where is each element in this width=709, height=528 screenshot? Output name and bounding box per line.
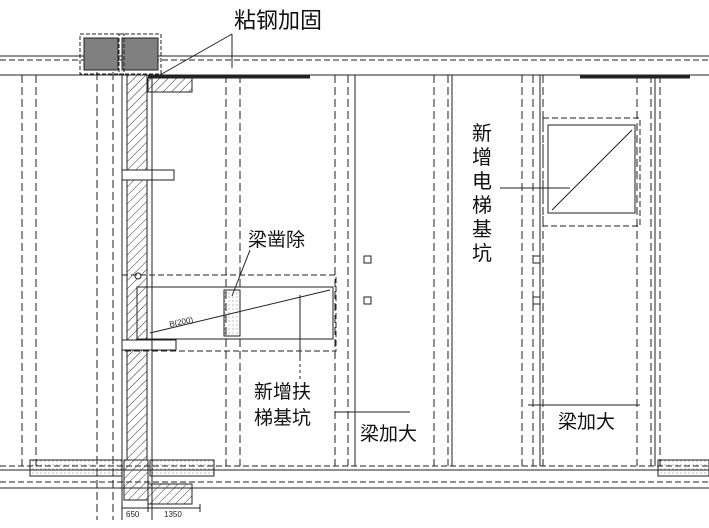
steel-bonded-columns (79, 33, 162, 75)
vertical-solid-lines (354, 75, 656, 466)
vertical-grid-lines (21, 60, 661, 520)
label-beam-chiseled: 梁凿除 (248, 229, 305, 251)
elevator-pit-char-6: 坑 (472, 241, 492, 265)
elevator-pit-char-1: 新 (472, 121, 492, 145)
label-beam-enlarged-left: 梁加大 (360, 423, 417, 445)
dimension-line (121, 504, 201, 512)
label-steel-bonding: 粘钢加固 (234, 9, 322, 34)
bottom-slab-strips (29, 459, 709, 477)
elevator-pit-char-4: 梯 (472, 193, 492, 217)
elevator-pit (542, 117, 641, 227)
elevator-pit-char-3: 电 (472, 169, 492, 193)
dimension-1350: 1350 (164, 510, 182, 519)
label-new-escalator-pit-line2: 梯基坑 (254, 407, 311, 429)
hatched-wall (121, 74, 193, 520)
label-new-escalator-pit-line1: 新增扶 (254, 381, 311, 403)
escalator-pit (121, 274, 337, 380)
dimension-650: 650 (126, 510, 140, 519)
elevator-pit-char-5: 基 (472, 217, 492, 241)
label-new-elevator-pit: 新 增 电 梯 基 坑 (472, 121, 492, 265)
elevator-pit-char-2: 增 (472, 145, 492, 169)
small-marks (363, 255, 541, 305)
label-beam-enlarged-right: 梁加大 (558, 411, 615, 433)
beam-mark-label: B(200) (169, 315, 195, 329)
leader-lines (159, 33, 640, 413)
